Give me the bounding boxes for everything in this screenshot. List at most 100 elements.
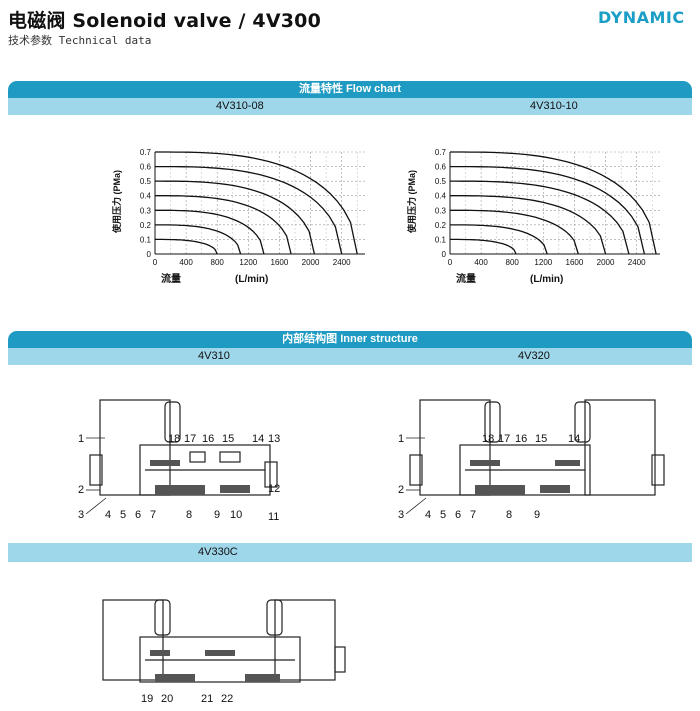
x-tick-label: 0 <box>153 258 158 267</box>
flow-curve <box>450 224 548 255</box>
callout: 6 <box>135 509 141 521</box>
callout: 17 <box>498 433 510 445</box>
x-tick-label: 2000 <box>302 258 320 267</box>
callout: 5 <box>440 509 446 521</box>
y-tick-label: 0.5 <box>140 177 152 186</box>
flow-curve <box>450 209 579 255</box>
chart-label-left: 4V310-08 <box>216 100 264 112</box>
x-axis-unit: (L/min) <box>235 274 268 285</box>
callout: 14 <box>252 433 264 445</box>
end-cap <box>264 461 278 488</box>
connector-left <box>409 454 423 486</box>
diagram-4v330c: 19 20 21 22 <box>102 599 346 705</box>
callout: 2 <box>398 484 404 496</box>
callout: 1 <box>78 433 84 445</box>
diagram-4v310: 1 2 3 4 5 6 7 8 9 10 11 12 13 14 15 16 1… <box>78 399 280 523</box>
flow-curve <box>155 209 265 255</box>
model-4v330c-subheader: 4V330C <box>8 543 692 562</box>
x-tick-label: 1600 <box>271 258 289 267</box>
flow-curve <box>155 180 316 255</box>
callout: 20 <box>161 693 173 705</box>
x-tick-label: 2400 <box>628 258 646 267</box>
structure-label-right: 4V320 <box>518 350 550 362</box>
y-tick-label: 0.5 <box>435 177 447 186</box>
callout: 15 <box>222 433 234 445</box>
callout: 6 <box>455 509 461 521</box>
inner-structure-heading: 内部结构图 Inner structure <box>8 331 692 348</box>
x-tick-label: 0 <box>448 258 453 267</box>
y-tick-label: 0.2 <box>435 221 447 230</box>
callout: 15 <box>535 433 547 445</box>
inner-structure-band: 内部结构图 Inner structure 4V310 4V320 <box>8 331 692 365</box>
x-tick-label: 800 <box>506 258 520 267</box>
y-tick-label: 0.3 <box>435 206 447 215</box>
flow-curve <box>450 238 517 255</box>
callout: 16 <box>515 433 527 445</box>
callout: 5 <box>120 509 126 521</box>
callout: 10 <box>230 509 242 521</box>
y-tick-label: 0.6 <box>140 163 152 172</box>
coil-housing-right <box>274 599 336 681</box>
flow-curve <box>450 165 646 255</box>
flow-curve <box>450 180 630 255</box>
x-axis-unit: (L/min) <box>530 274 563 285</box>
x-tick-label: 1200 <box>239 258 257 267</box>
callout: 18 <box>482 433 494 445</box>
callout: 2 <box>78 484 84 496</box>
callout: 8 <box>186 509 192 521</box>
y-axis-label: 使用压力 (PMa) <box>111 170 122 234</box>
x-tick-label: 1600 <box>566 258 584 267</box>
flow-curve <box>155 151 358 255</box>
x-axis-label: 流量 <box>161 272 181 285</box>
coil-cap-left <box>484 401 501 443</box>
model-4v330c-label: 4V330C <box>198 546 238 558</box>
coil-cap <box>164 401 181 443</box>
callout: 13 <box>268 433 280 445</box>
inner-structure-subheader: 4V310 4V320 <box>8 348 692 365</box>
model-4v330c-band: 4V330C <box>8 543 692 562</box>
callout: 12 <box>268 483 280 495</box>
callout: 17 <box>184 433 196 445</box>
y-tick-label: 0.1 <box>435 235 447 244</box>
brand-logo: DYNAMIC <box>598 8 685 27</box>
flow-curve <box>450 151 657 255</box>
callout: 14 <box>568 433 580 445</box>
valve-body <box>139 636 301 683</box>
callout: 21 <box>201 693 213 705</box>
callout: 8 <box>506 509 512 521</box>
x-axis-label: 流量 <box>456 272 476 285</box>
y-tick-label: 0 <box>442 250 447 259</box>
callout: 3 <box>78 509 84 521</box>
structure-label-left: 4V310 <box>198 350 230 362</box>
coil-housing-left <box>419 399 491 496</box>
y-tick-label: 0.4 <box>140 192 152 201</box>
x-tick-label: 1200 <box>534 258 552 267</box>
coil-cap-right <box>266 599 283 636</box>
y-tick-label: 0.6 <box>435 163 447 172</box>
y-tick-label: 0 <box>147 250 152 259</box>
callout: 7 <box>470 509 476 521</box>
coil-housing-left <box>102 599 164 681</box>
x-tick-label: 400 <box>474 258 488 267</box>
page-subtitle: 技术参数 Technical data <box>8 34 152 47</box>
callout: 19 <box>141 693 153 705</box>
coil-cap-left <box>154 599 171 636</box>
x-tick-label: 400 <box>179 258 193 267</box>
y-tick-label: 0.4 <box>435 192 447 201</box>
flow-curve <box>155 224 242 255</box>
chart-label-right: 4V310-10 <box>530 100 578 112</box>
callout: 4 <box>425 509 431 521</box>
callout: 9 <box>534 509 540 521</box>
diagram-4v320: 1 2 3 4 5 6 7 8 9 14 15 16 17 18 <box>398 399 665 521</box>
x-tick-label: 800 <box>211 258 225 267</box>
connector <box>89 454 103 486</box>
callout: 7 <box>150 509 156 521</box>
callout: 22 <box>221 693 233 705</box>
flow-curve <box>450 195 607 255</box>
y-tick-label: 0.7 <box>435 148 447 157</box>
page-title: 电磁阀 Solenoid valve / 4V300 <box>8 10 322 32</box>
callout: 1 <box>398 433 404 445</box>
y-axis-label: 使用压力 (PMa) <box>406 170 417 234</box>
